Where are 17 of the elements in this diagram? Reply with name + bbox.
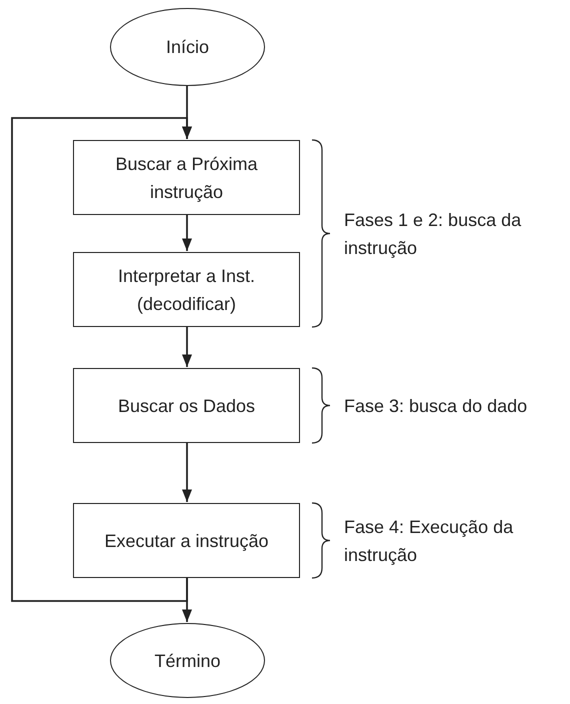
process-box xyxy=(73,503,300,578)
node-text: Executar a instrução xyxy=(103,530,270,553)
node-text: Buscar os Dados xyxy=(116,394,256,418)
node-text: Término xyxy=(153,650,222,672)
process-box xyxy=(73,140,300,215)
arrow xyxy=(182,215,192,251)
process-box xyxy=(73,368,300,443)
node-text: Buscar a Próxima instrução xyxy=(114,152,259,204)
node-text: Interpretar a Inst. (decodificar) xyxy=(116,264,256,316)
arrow xyxy=(182,443,192,502)
arrow xyxy=(11,117,192,602)
process-box xyxy=(73,252,300,327)
phase-label: Fase 4: Execução da instrução xyxy=(344,516,514,567)
node-text: Início xyxy=(164,36,210,59)
phase-label: Fases 1 e 2: busca da instrução xyxy=(344,208,522,260)
arrow xyxy=(182,327,192,367)
phase-label: Fase 3: busca do dado xyxy=(344,394,528,418)
